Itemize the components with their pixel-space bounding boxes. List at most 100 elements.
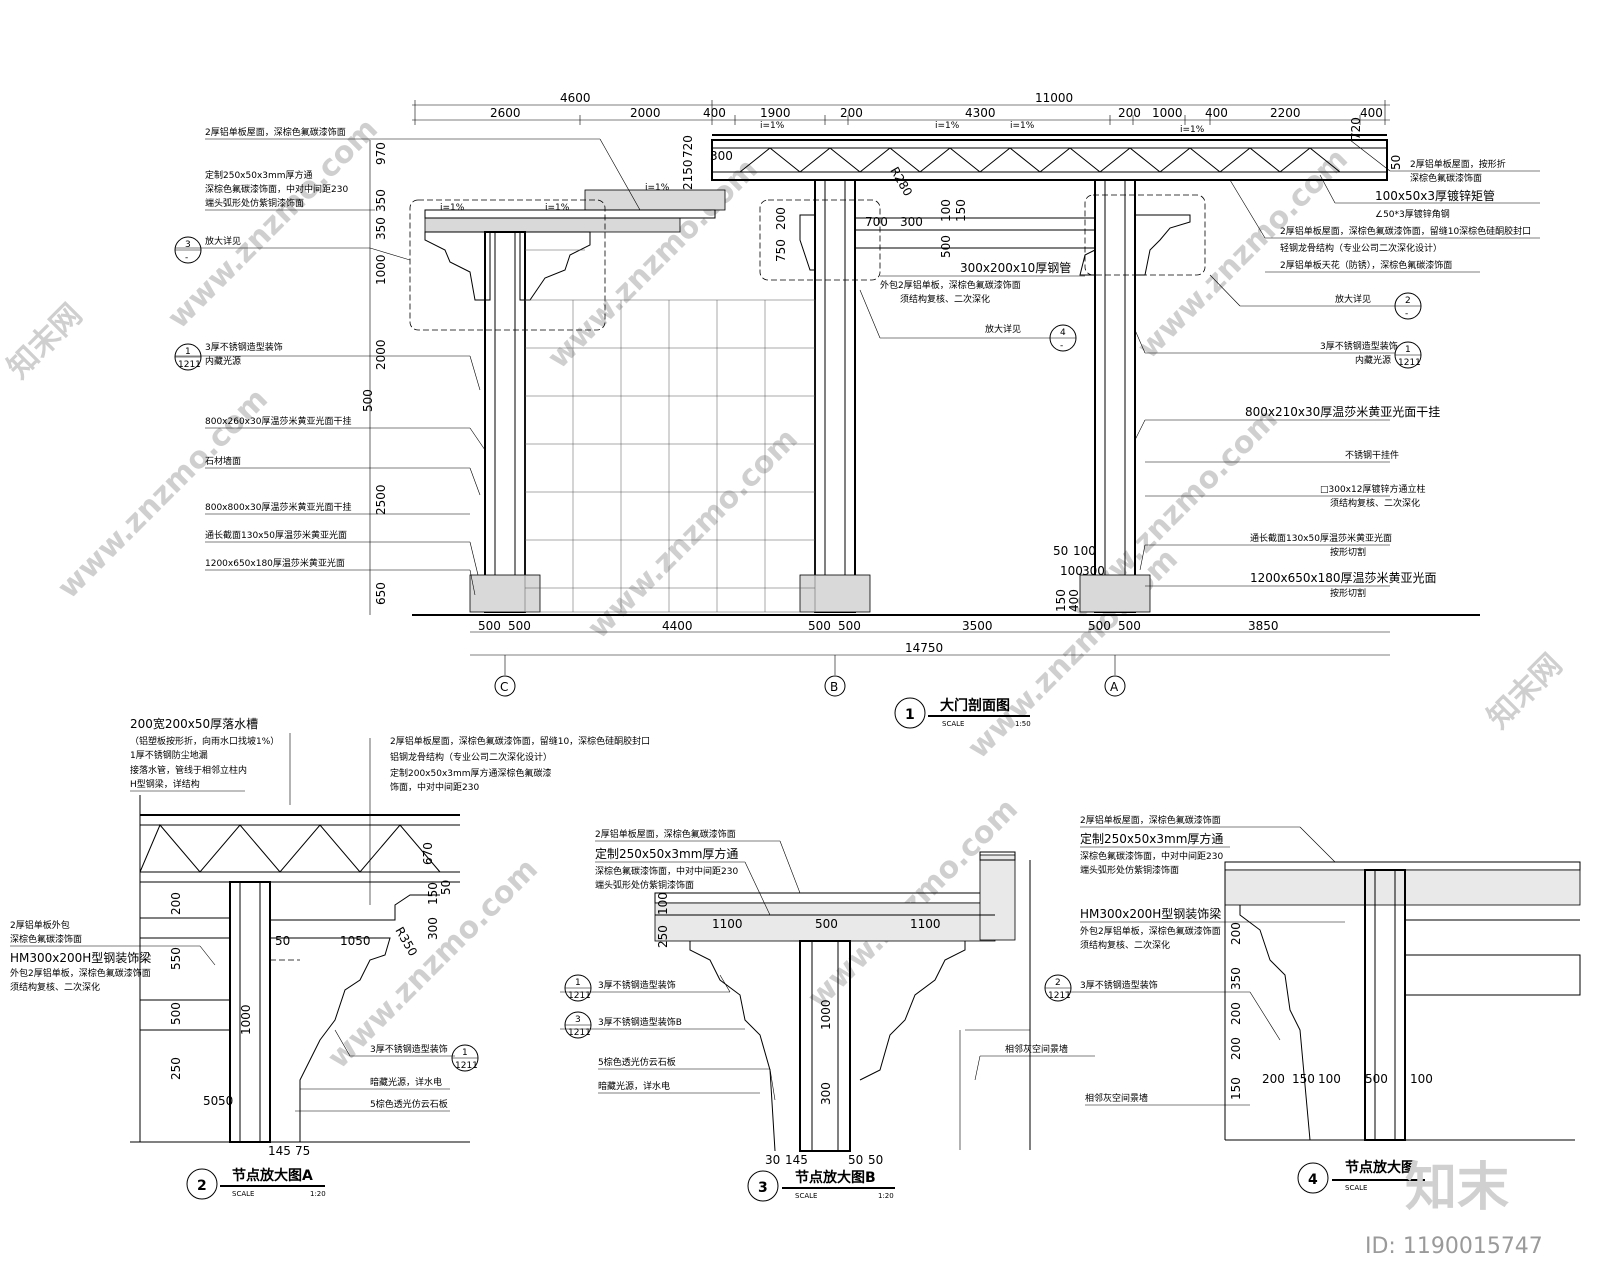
bottom-dim: 4400 bbox=[662, 619, 693, 633]
grid-marker-C: C bbox=[494, 655, 516, 697]
section-1-elevation: 4600 11000 2600 2000 400 1900 200 4300 2… bbox=[174, 91, 1540, 729]
left-dim: 2000 bbox=[374, 339, 388, 370]
left-dim: 1000 bbox=[374, 254, 388, 285]
svg-text:50: 50 bbox=[218, 1094, 233, 1108]
svg-text:550: 550 bbox=[169, 947, 183, 970]
svg-text:按形切割: 按形切割 bbox=[1330, 587, 1366, 599]
znzmo-logo: 知末 bbox=[1405, 1158, 1509, 1218]
section-1-title: 1 大门剖面图 SCALE 1:50 bbox=[894, 697, 1031, 729]
section-2-detail-A: 670 200 550 500 250 1000 50 1050 R350 30… bbox=[10, 716, 650, 1200]
inner-dim: 2150 bbox=[681, 159, 695, 190]
svg-text:1211: 1211 bbox=[455, 1061, 478, 1071]
svg-text:1211: 1211 bbox=[178, 360, 201, 370]
svg-text:100: 100 bbox=[1410, 1072, 1433, 1086]
svg-text:H型钢梁，详结构: H型钢梁，详结构 bbox=[130, 778, 200, 790]
top-dim: 400 bbox=[703, 106, 726, 120]
svg-text:-: - bbox=[1405, 309, 1408, 319]
svg-text:接落水管，管线于相邻立柱内: 接落水管，管线于相邻立柱内 bbox=[130, 764, 247, 776]
top-dim: 200 bbox=[1118, 106, 1141, 120]
inner-dim: 720 bbox=[1349, 117, 1363, 140]
right-bracket-inner bbox=[1079, 249, 1096, 276]
lower-inner-dim: 100 bbox=[1060, 564, 1083, 578]
svg-text:SCALE: SCALE bbox=[232, 1190, 254, 1198]
svg-text:1211: 1211 bbox=[568, 1028, 591, 1038]
top-dim: 400 bbox=[1360, 106, 1383, 120]
svg-text:200: 200 bbox=[1229, 1002, 1243, 1025]
svg-text:定制250x50x3mm厚方通: 定制250x50x3mm厚方通 bbox=[1080, 831, 1223, 846]
svg-text:深棕色氟碳漆饰面，中对中间距230: 深棕色氟碳漆饰面，中对中间距230 bbox=[595, 865, 738, 877]
svg-text:外包2厚铝单板，深棕色氟碳漆饰面: 外包2厚铝单板，深棕色氟碳漆饰面 bbox=[880, 279, 1021, 291]
bottom-dim: 500 bbox=[508, 619, 531, 633]
svg-text:定制250x50x3mm厚方通: 定制250x50x3mm厚方通 bbox=[205, 169, 313, 181]
canopy-slab bbox=[1224, 869, 1581, 906]
inner-dim: 150 bbox=[954, 199, 968, 222]
mid-bracket bbox=[799, 214, 816, 271]
bracket-left bbox=[689, 941, 776, 1152]
svg-text:节点放大图B: 节点放大图B bbox=[795, 1169, 876, 1186]
svg-text:100x50x3厚镀锌矩管: 100x50x3厚镀锌矩管 bbox=[1375, 188, 1495, 203]
svg-text:须结构复核、二次深化: 须结构复核、二次深化 bbox=[1330, 497, 1420, 509]
watermark-brand: 知末网 bbox=[1, 297, 89, 385]
lower-inner-dim: 150 bbox=[1054, 589, 1068, 612]
image-id: ID: 1190015747 bbox=[1365, 1234, 1543, 1259]
svg-text:50: 50 bbox=[868, 1153, 883, 1167]
slope-label: i=1% bbox=[1180, 125, 1205, 135]
svg-text:500: 500 bbox=[169, 1002, 183, 1025]
inner-dim: 500 bbox=[939, 235, 953, 258]
svg-text:饰面，中对中间距230: 饰面，中对中间距230 bbox=[390, 781, 479, 793]
svg-text:100: 100 bbox=[656, 892, 670, 915]
svg-text:50: 50 bbox=[203, 1094, 218, 1108]
svg-text:3: 3 bbox=[185, 240, 191, 250]
callout-detail-2: 2 - bbox=[1394, 292, 1422, 320]
svg-text:1200x650x180厚温莎米黄亚光面: 1200x650x180厚温莎米黄亚光面 bbox=[205, 557, 345, 569]
svg-text:30: 30 bbox=[765, 1153, 780, 1167]
svg-text:300: 300 bbox=[426, 917, 440, 940]
left-dim-extra: 500 bbox=[361, 389, 375, 412]
wall-cap bbox=[979, 854, 1016, 941]
left-canopy-upper bbox=[584, 189, 726, 211]
svg-text:3厚不锈钢造型装饰: 3厚不锈钢造型装饰 bbox=[598, 979, 676, 991]
roof-truss-frame bbox=[711, 139, 1388, 181]
left-canopy-slab bbox=[424, 217, 681, 233]
left-bracket-outer bbox=[424, 231, 491, 301]
section-2-title: 2 节点放大图A SCALE 1:20 bbox=[186, 1167, 326, 1200]
svg-text:800x260x30厚温莎米黄亚光面干挂: 800x260x30厚温莎米黄亚光面干挂 bbox=[205, 415, 351, 427]
svg-text:200宽200x50厚落水槽: 200宽200x50厚落水槽 bbox=[130, 716, 258, 731]
watermark-brand: 知末网 bbox=[1481, 647, 1569, 735]
svg-text:铝钢龙骨结构（专业公司二次深化设计）: 铝钢龙骨结构（专业公司二次深化设计） bbox=[390, 751, 552, 763]
svg-text:200: 200 bbox=[1262, 1072, 1285, 1086]
svg-text:1: 1 bbox=[1405, 345, 1411, 355]
svg-text:5棕色透光仿云石板: 5棕色透光仿云石板 bbox=[598, 1056, 676, 1068]
svg-text:800x800x30厚温莎米黄亚光面干挂: 800x800x30厚温莎米黄亚光面干挂 bbox=[205, 501, 351, 513]
left-dim: 650 bbox=[374, 582, 388, 605]
svg-text:1厚不锈钢防尘地漏: 1厚不锈钢防尘地漏 bbox=[130, 749, 208, 761]
section-3-title: 3 节点放大图B SCALE 1:20 bbox=[747, 1169, 895, 1202]
bracket-profile bbox=[270, 894, 440, 1142]
svg-text:350: 350 bbox=[1229, 967, 1243, 990]
section-1-center-labels: 300x200x10厚钢管 外包2厚铝单板，深棕色氟碳漆饰面 须结构复核、二次深… bbox=[859, 260, 1085, 339]
svg-text:4: 4 bbox=[1060, 328, 1066, 338]
inner-dim: 750 bbox=[774, 239, 788, 262]
bracket bbox=[1239, 905, 1311, 1141]
svg-text:5棕色透光仿云石板: 5棕色透光仿云石板 bbox=[370, 1098, 448, 1110]
svg-text:1100: 1100 bbox=[910, 917, 941, 931]
svg-text:2厚铝单板外包: 2厚铝单板外包 bbox=[10, 919, 70, 931]
slope-label: i=1% bbox=[1010, 121, 1035, 131]
svg-text:石材墙面: 石材墙面 bbox=[205, 455, 241, 467]
left-canopy-roof bbox=[424, 209, 716, 219]
svg-text:50: 50 bbox=[439, 880, 453, 895]
svg-text:2厚铝单板屋面，深棕色氟碳漆饰面，留缝10深棕色硅酮胶封口: 2厚铝单板屋面，深棕色氟碳漆饰面，留缝10深棕色硅酮胶封口 bbox=[1280, 225, 1531, 237]
svg-text:1: 1 bbox=[905, 707, 915, 723]
bottom-dim: 500 bbox=[478, 619, 501, 633]
svg-text:1211: 1211 bbox=[1048, 991, 1071, 1001]
section-4-title: 4 节点放大图 SCALE bbox=[1297, 1159, 1425, 1194]
left-dim: 350 bbox=[374, 189, 388, 212]
svg-text:500: 500 bbox=[815, 917, 838, 931]
bottom-dim: 500 bbox=[1088, 619, 1111, 633]
grid-marker-B: B bbox=[824, 655, 846, 697]
svg-text:暗藏光源，详水电: 暗藏光源，详水电 bbox=[370, 1076, 442, 1088]
svg-text:1:50: 1:50 bbox=[1015, 720, 1031, 728]
section-4-dims: 200 350 200 200 150 200 150 100 500 100 bbox=[1229, 922, 1433, 1100]
slope-label: i=1% bbox=[760, 121, 785, 131]
svg-text:深棕色氟碳漆饰面，中对中间距230: 深棕色氟碳漆饰面，中对中间距230 bbox=[205, 183, 348, 195]
